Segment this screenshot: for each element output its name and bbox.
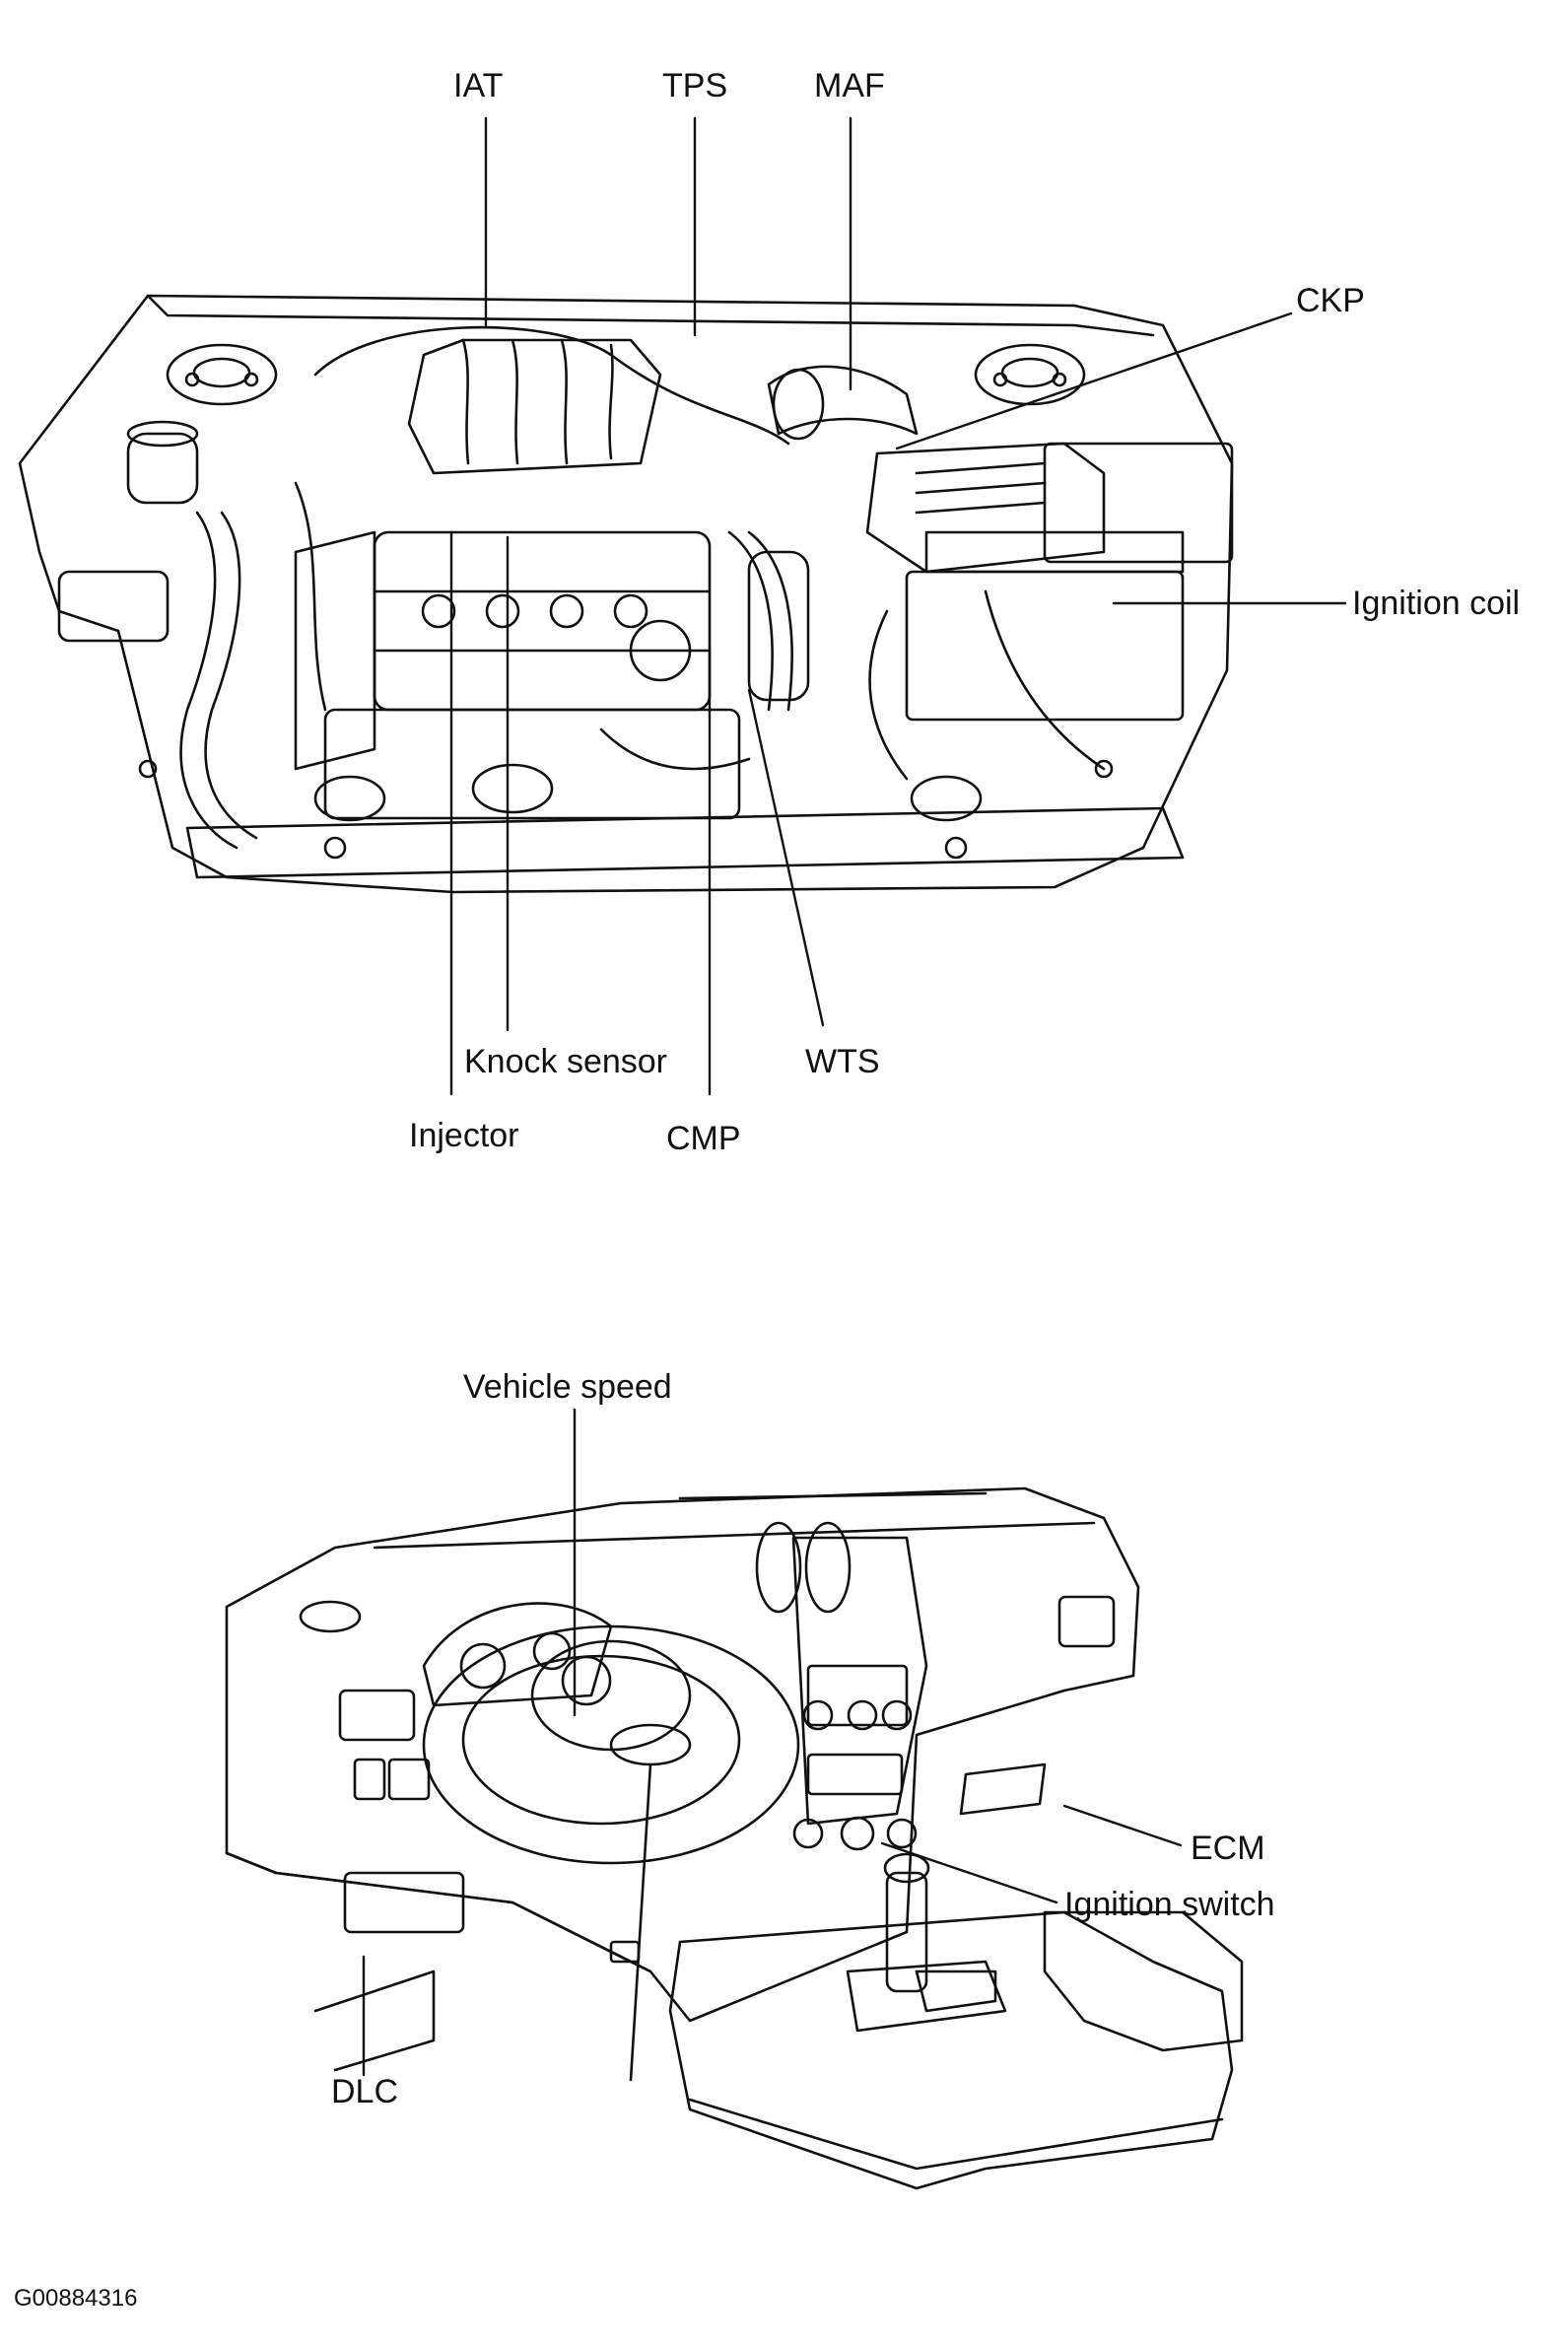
callout-ignition-switch: Ignition switch	[1064, 1886, 1275, 1923]
callout-cmp: CMP	[666, 1120, 741, 1157]
callout-injector: Injector	[409, 1117, 519, 1154]
dashboard-leader-lines	[364, 1410, 1181, 2075]
figure-code: G00884316	[14, 2285, 138, 2312]
callout-ignition-coil: Ignition coil	[1352, 585, 1521, 622]
callout-wts: WTS	[805, 1043, 880, 1080]
callout-ckp: CKP	[1296, 282, 1365, 319]
callout-iat: IAT	[453, 67, 504, 104]
callout-vehicle-speed: Vehicle speed	[463, 1368, 672, 1406]
engine-bay-outline	[20, 296, 1232, 892]
engine-bay-drawing	[20, 296, 1232, 892]
leader-ckp	[897, 313, 1291, 449]
leader-ecm	[1064, 1806, 1181, 1845]
engine-leader-lines	[451, 118, 1345, 1094]
dashboard-drawing	[227, 1488, 1242, 2188]
leader-wts	[749, 690, 823, 1025]
callout-ecm: ECM	[1191, 1830, 1265, 1867]
leader-ignition-switch	[882, 1843, 1057, 1902]
callout-maf: MAF	[814, 67, 885, 104]
callout-knock-sensor: Knock sensor	[464, 1043, 667, 1080]
callout-dlc: DLC	[331, 2073, 399, 2110]
callout-tps: TPS	[662, 67, 728, 104]
